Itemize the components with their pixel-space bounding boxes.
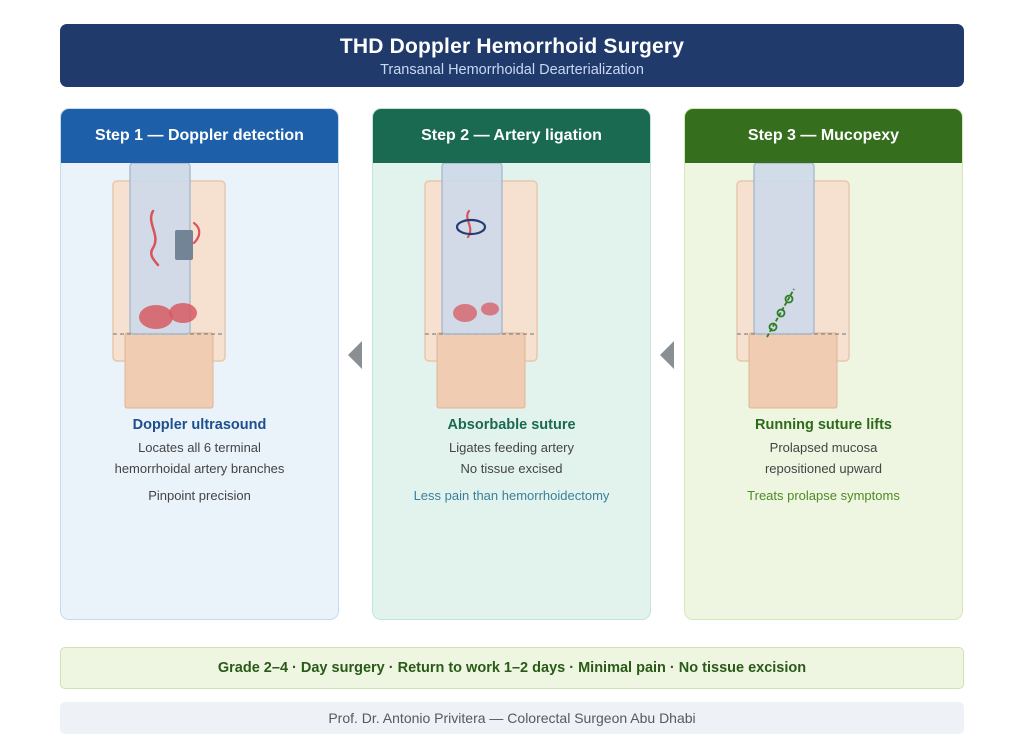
- doppler-detection-illustration: [112, 163, 226, 409]
- arrow-left-icon: [660, 341, 674, 369]
- step-card-artery-ligation: Step 2 — Artery ligation Absorbable sutu…: [372, 108, 651, 620]
- step-description-line: No tissue excised: [460, 461, 563, 476]
- running-suture-icon: [766, 288, 795, 338]
- step-description-line: repositioned upward: [764, 461, 883, 476]
- anoscope-icon: [441, 163, 503, 335]
- anal-canal-shape: [436, 332, 526, 409]
- summary-banner: Grade 2–4 · Day surgery · Return to work…: [60, 647, 964, 689]
- step-heading: Doppler ultrasound: [132, 417, 267, 433]
- suture-stitch-icon: [768, 322, 778, 332]
- artery-branch-icon: [149, 209, 160, 267]
- step-card-mucopexy: Step 3 — Mucopexy Running suture lifts P…: [684, 108, 963, 620]
- suture-stitch-icon: [784, 294, 794, 304]
- mucopexy-illustration: [736, 163, 850, 409]
- step-description-line: Locates all 6 terminal: [138, 440, 261, 455]
- step-heading: Absorbable suture: [447, 417, 576, 433]
- header-banner: THD Doppler Hemorrhoid Surgery Transanal…: [60, 24, 964, 87]
- anal-canal-shape: [124, 332, 214, 409]
- arrow-left-icon: [348, 341, 362, 369]
- step-note: Less pain than hemorrhoidectomy: [413, 488, 610, 503]
- step-description-line: hemorrhoidal artery branches: [114, 461, 285, 476]
- doppler-probe-icon: [175, 230, 193, 260]
- step-heading: Running suture lifts: [755, 417, 892, 433]
- hemorrhoid-icon: [453, 304, 477, 322]
- step-note: Pinpoint precision: [148, 488, 251, 503]
- hemorrhoid-icon: [169, 303, 197, 323]
- step-card-title: Step 1 — Doppler detection: [61, 109, 338, 163]
- step-description-line: Prolapsed mucosa: [769, 440, 878, 455]
- step-note: Treats prolapse symptoms: [747, 488, 900, 503]
- suture-knot-icon: [455, 218, 487, 236]
- artery-ligation-illustration: [424, 163, 538, 409]
- anal-canal-shape: [748, 332, 838, 409]
- suture-stitch-icon: [776, 308, 786, 318]
- step-description-line: Ligates feeding artery: [448, 440, 575, 455]
- artery-branch-icon: [192, 221, 201, 245]
- step-card-doppler-detection: Step 1 — Doppler detection Doppler ultra…: [60, 108, 339, 620]
- step-card-title: Step 2 — Artery ligation: [373, 109, 650, 163]
- hemorrhoid-icon: [481, 302, 499, 316]
- hemorrhoid-icon: [139, 305, 173, 329]
- author-footer: Prof. Dr. Antonio Privitera — Colorectal…: [60, 702, 964, 734]
- page-subtitle: Transanal Hemorrhoidal Dearterialization: [380, 62, 644, 78]
- anoscope-icon: [753, 163, 815, 335]
- page-title: THD Doppler Hemorrhoid Surgery: [339, 35, 685, 58]
- step-card-title: Step 3 — Mucopexy: [685, 109, 962, 163]
